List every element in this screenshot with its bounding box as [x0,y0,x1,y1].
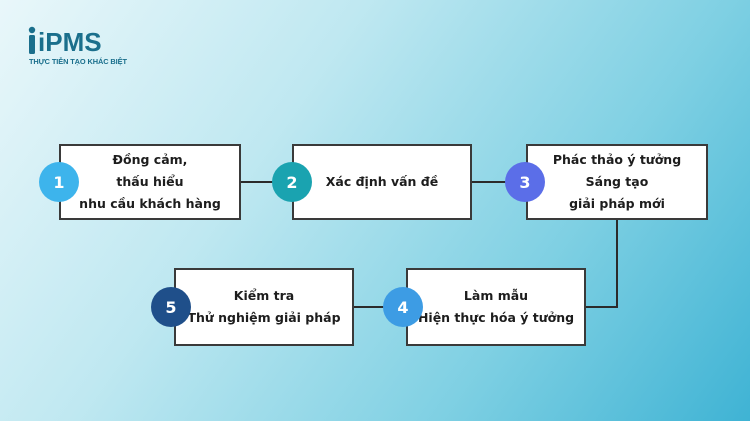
step-1-line: thấu hiểu [116,174,184,189]
step-2-box: Xác định vấn đề [292,144,472,220]
step-2-line: Xác định vấn đề [325,174,439,189]
step-1-badge: 1 [39,162,79,202]
step-1-box: Đồng cảm, thấu hiểu nhu cầu khách hàng [59,144,241,220]
logo-tagline: THỰC TIỄN TẠO KHÁC BIỆT [29,57,127,66]
step-3-line: Sáng tạo [585,174,649,189]
step-3-line: Phác thảo ý tưởng [552,152,682,167]
step-3-badge: 3 [505,162,545,202]
step-2-badge: 2 [272,162,312,202]
step-3-box: Phác thảo ý tưởng Sáng tạo giải pháp mới [526,144,708,220]
step-3-line: giải pháp mới [569,196,665,211]
ipms-logo-figure-icon [28,26,36,54]
step-2-text: Xác định vấn đề [326,171,438,193]
step-1-line: Đồng cảm, [112,152,188,167]
step-5-line: Thử nghiệm giải pháp [187,310,341,325]
step-5-line: Kiểm tra [233,288,295,303]
step-4-line: Làm mẫu [463,288,529,303]
step-5-box: Kiểm tra Thử nghiệm giải pháp [174,268,354,346]
step-4-badge: 4 [383,287,423,327]
step-5-badge: 5 [151,287,191,327]
step-1-line: nhu cầu khách hàng [79,196,221,211]
step-4-box: Làm mẫu Hiện thực hóa ý tưởng [406,268,586,346]
step-4-line: Hiện thực hóa ý tưởng [417,310,575,325]
connector-3-4 [586,220,618,308]
logo-wordmark: iPMS [38,27,102,57]
step-5-text: Kiểm tra Thử nghiệm giải pháp [187,285,340,329]
step-4-text: Làm mẫu Hiện thực hóa ý tưởng [418,285,574,329]
ipms-logo: iPMS THỰC TIỄN TẠO KHÁC BIỆT [28,26,128,70]
step-3-text: Phác thảo ý tưởng Sáng tạo giải pháp mới [553,149,681,215]
step-1-text: Đồng cảm, thấu hiểu nhu cầu khách hàng [79,149,221,215]
